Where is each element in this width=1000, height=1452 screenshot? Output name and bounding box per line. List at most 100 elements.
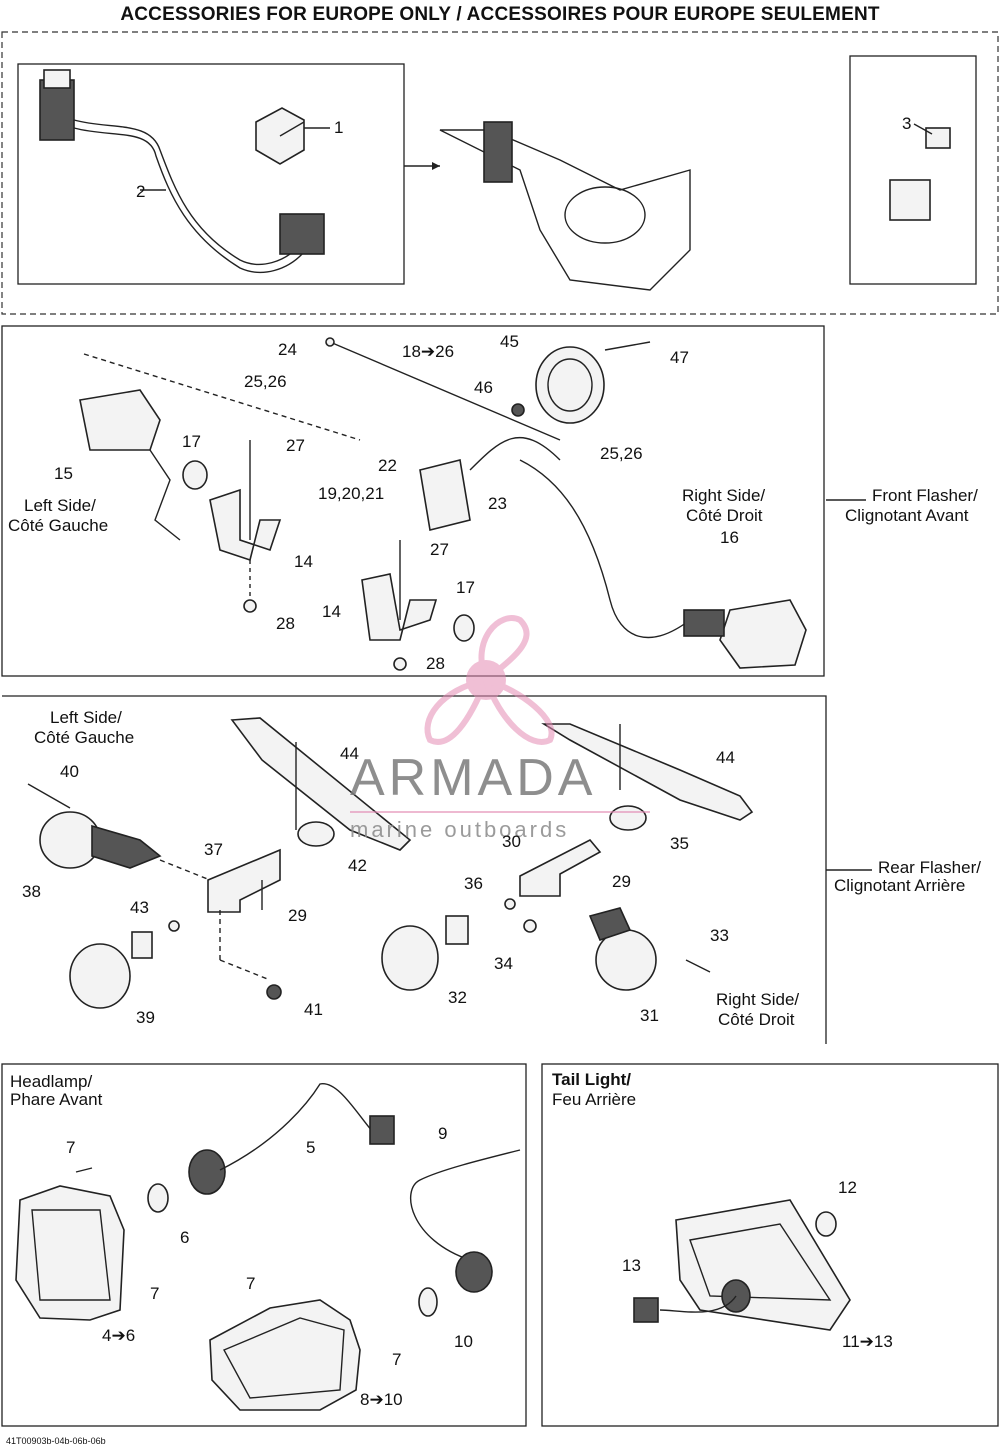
- section-frame-headlamp: [1, 1063, 527, 1427]
- vehicle-front-drawing: [439, 121, 691, 291]
- callout: 1: [334, 118, 344, 137]
- label-front-flasher-en: Front Flasher/: [872, 486, 978, 505]
- callout: 36: [464, 874, 483, 893]
- callout: 29: [612, 872, 631, 891]
- relay-mount-drawing: [889, 123, 951, 221]
- callout: 28: [276, 614, 295, 633]
- callout: 27: [286, 436, 305, 455]
- callout: 6: [180, 1228, 190, 1247]
- label-tail-light-fr: Feu Arrière: [552, 1090, 637, 1109]
- callout: 5: [306, 1138, 316, 1157]
- label-tail-light-en: Tail Light/: [552, 1070, 632, 1089]
- page-title: ACCESSORIES FOR EUROPE ONLY / ACCESSOIRE…: [120, 4, 880, 25]
- headlamp-second-harness: [410, 1149, 521, 1261]
- callout: 40: [60, 762, 79, 781]
- front-right-flasher-drawing: [683, 599, 807, 669]
- frame-switch-harness: [17, 63, 405, 285]
- callout: 45: [500, 332, 519, 351]
- headlamp-right-drawing: [209, 1299, 361, 1411]
- rear-right-flasher-drawing: [588, 907, 711, 991]
- callout: 44: [716, 748, 735, 767]
- label-front-right-fr: Côté Droit: [686, 506, 763, 525]
- headlamp-bulb-drawing: [147, 1149, 226, 1213]
- label-headlamp-fr: Phare Avant: [10, 1090, 103, 1109]
- callout: 25,26: [244, 372, 287, 391]
- harness-connector-drawing: [279, 213, 325, 255]
- callout: 34: [494, 954, 513, 973]
- rear-left-bracket-drawing: [207, 821, 335, 913]
- callout: 14: [294, 552, 313, 571]
- handlebar-switch-drawing: [39, 69, 305, 273]
- callout: 13: [622, 1256, 641, 1275]
- front-center-bracket-drawing: [361, 540, 475, 671]
- callout: 17: [456, 578, 475, 597]
- callout: 19,20,21: [318, 484, 385, 503]
- callout: 30: [502, 832, 521, 851]
- callout: 28: [426, 654, 445, 673]
- relay-drawing: [255, 107, 305, 165]
- callout: 4➔6: [102, 1326, 136, 1345]
- callout: 42: [348, 856, 367, 875]
- rear-right-bracket-drawing: [504, 838, 602, 933]
- center-switch-drawing: [419, 436, 561, 531]
- callout: 32: [448, 988, 467, 1007]
- label-headlamp-en: Headlamp/: [10, 1072, 93, 1091]
- section-frame-tail-light: [541, 1063, 999, 1427]
- front-left-bracket-drawing: [182, 440, 282, 613]
- watermark-subtitle: marine outboards: [350, 817, 570, 842]
- callout: 25,26: [600, 444, 643, 463]
- label-rear-left-fr: Côté Gauche: [34, 728, 135, 747]
- headlamp-harness: [219, 1083, 381, 1171]
- label-rear-flasher-fr: Clignotant Arrière: [834, 876, 966, 895]
- callout: 35: [670, 834, 689, 853]
- rear-left-plate-drawing: [230, 717, 412, 851]
- rear-left-flasher-drawing: [27, 783, 211, 881]
- callout: 22: [378, 456, 397, 475]
- label-front-left-en: Left Side/: [24, 496, 96, 515]
- callout: 14: [322, 602, 341, 621]
- callout: 27: [430, 540, 449, 559]
- callout: 10: [454, 1332, 473, 1351]
- callout: 17: [182, 432, 201, 451]
- callout: 46: [474, 378, 493, 397]
- watermark-propeller-icon: [424, 615, 555, 745]
- callout: 12: [838, 1178, 857, 1197]
- tail-light-drawing: [633, 1199, 851, 1331]
- callout: 33: [710, 926, 729, 945]
- front-right-lamp-drawing: [511, 341, 651, 424]
- callout: 8➔10: [360, 1390, 403, 1409]
- callout: 7: [246, 1274, 256, 1293]
- callout: 18➔26: [402, 342, 455, 361]
- rear-left-lens-drawing: [69, 910, 282, 1009]
- callout: 29: [288, 906, 307, 925]
- label-rear-left-en: Left Side/: [50, 708, 122, 727]
- section-frame-front-flasher: [1, 325, 825, 677]
- callout: 39: [136, 1008, 155, 1027]
- label-rear-flasher-en: Rear Flasher/: [878, 858, 981, 877]
- label-front-right-en: Right Side/: [682, 486, 766, 505]
- watermark-brand: ARMADA: [350, 749, 597, 807]
- callout: 24: [278, 340, 297, 359]
- callout: 7: [66, 1138, 76, 1157]
- callout: 31: [640, 1006, 659, 1025]
- frame-relay: [849, 55, 977, 285]
- label-front-left-fr: Côté Gauche: [8, 516, 109, 535]
- callout: 11➔13: [842, 1332, 893, 1351]
- label-front-flasher-fr: Clignotant Avant: [845, 506, 969, 525]
- callout: 9: [438, 1124, 448, 1143]
- section-frame-rear-flasher: [2, 695, 827, 1044]
- callout: 7: [150, 1284, 160, 1303]
- drawing-code: 41T00903b-04b-06b-06b: [6, 1436, 106, 1446]
- front-flasher-rod: [329, 341, 561, 441]
- callout: 16: [720, 528, 739, 547]
- callout: 2: [136, 182, 146, 201]
- callout: 44: [340, 744, 359, 763]
- callout: 43: [130, 898, 149, 917]
- callout: 37: [204, 840, 223, 859]
- headlamp-left-drawing: [15, 1167, 125, 1321]
- label-rear-right-fr: Côté Droit: [718, 1010, 795, 1029]
- callout: 23: [488, 494, 507, 513]
- front-right-wire: [519, 459, 691, 639]
- callout: 47: [670, 348, 689, 367]
